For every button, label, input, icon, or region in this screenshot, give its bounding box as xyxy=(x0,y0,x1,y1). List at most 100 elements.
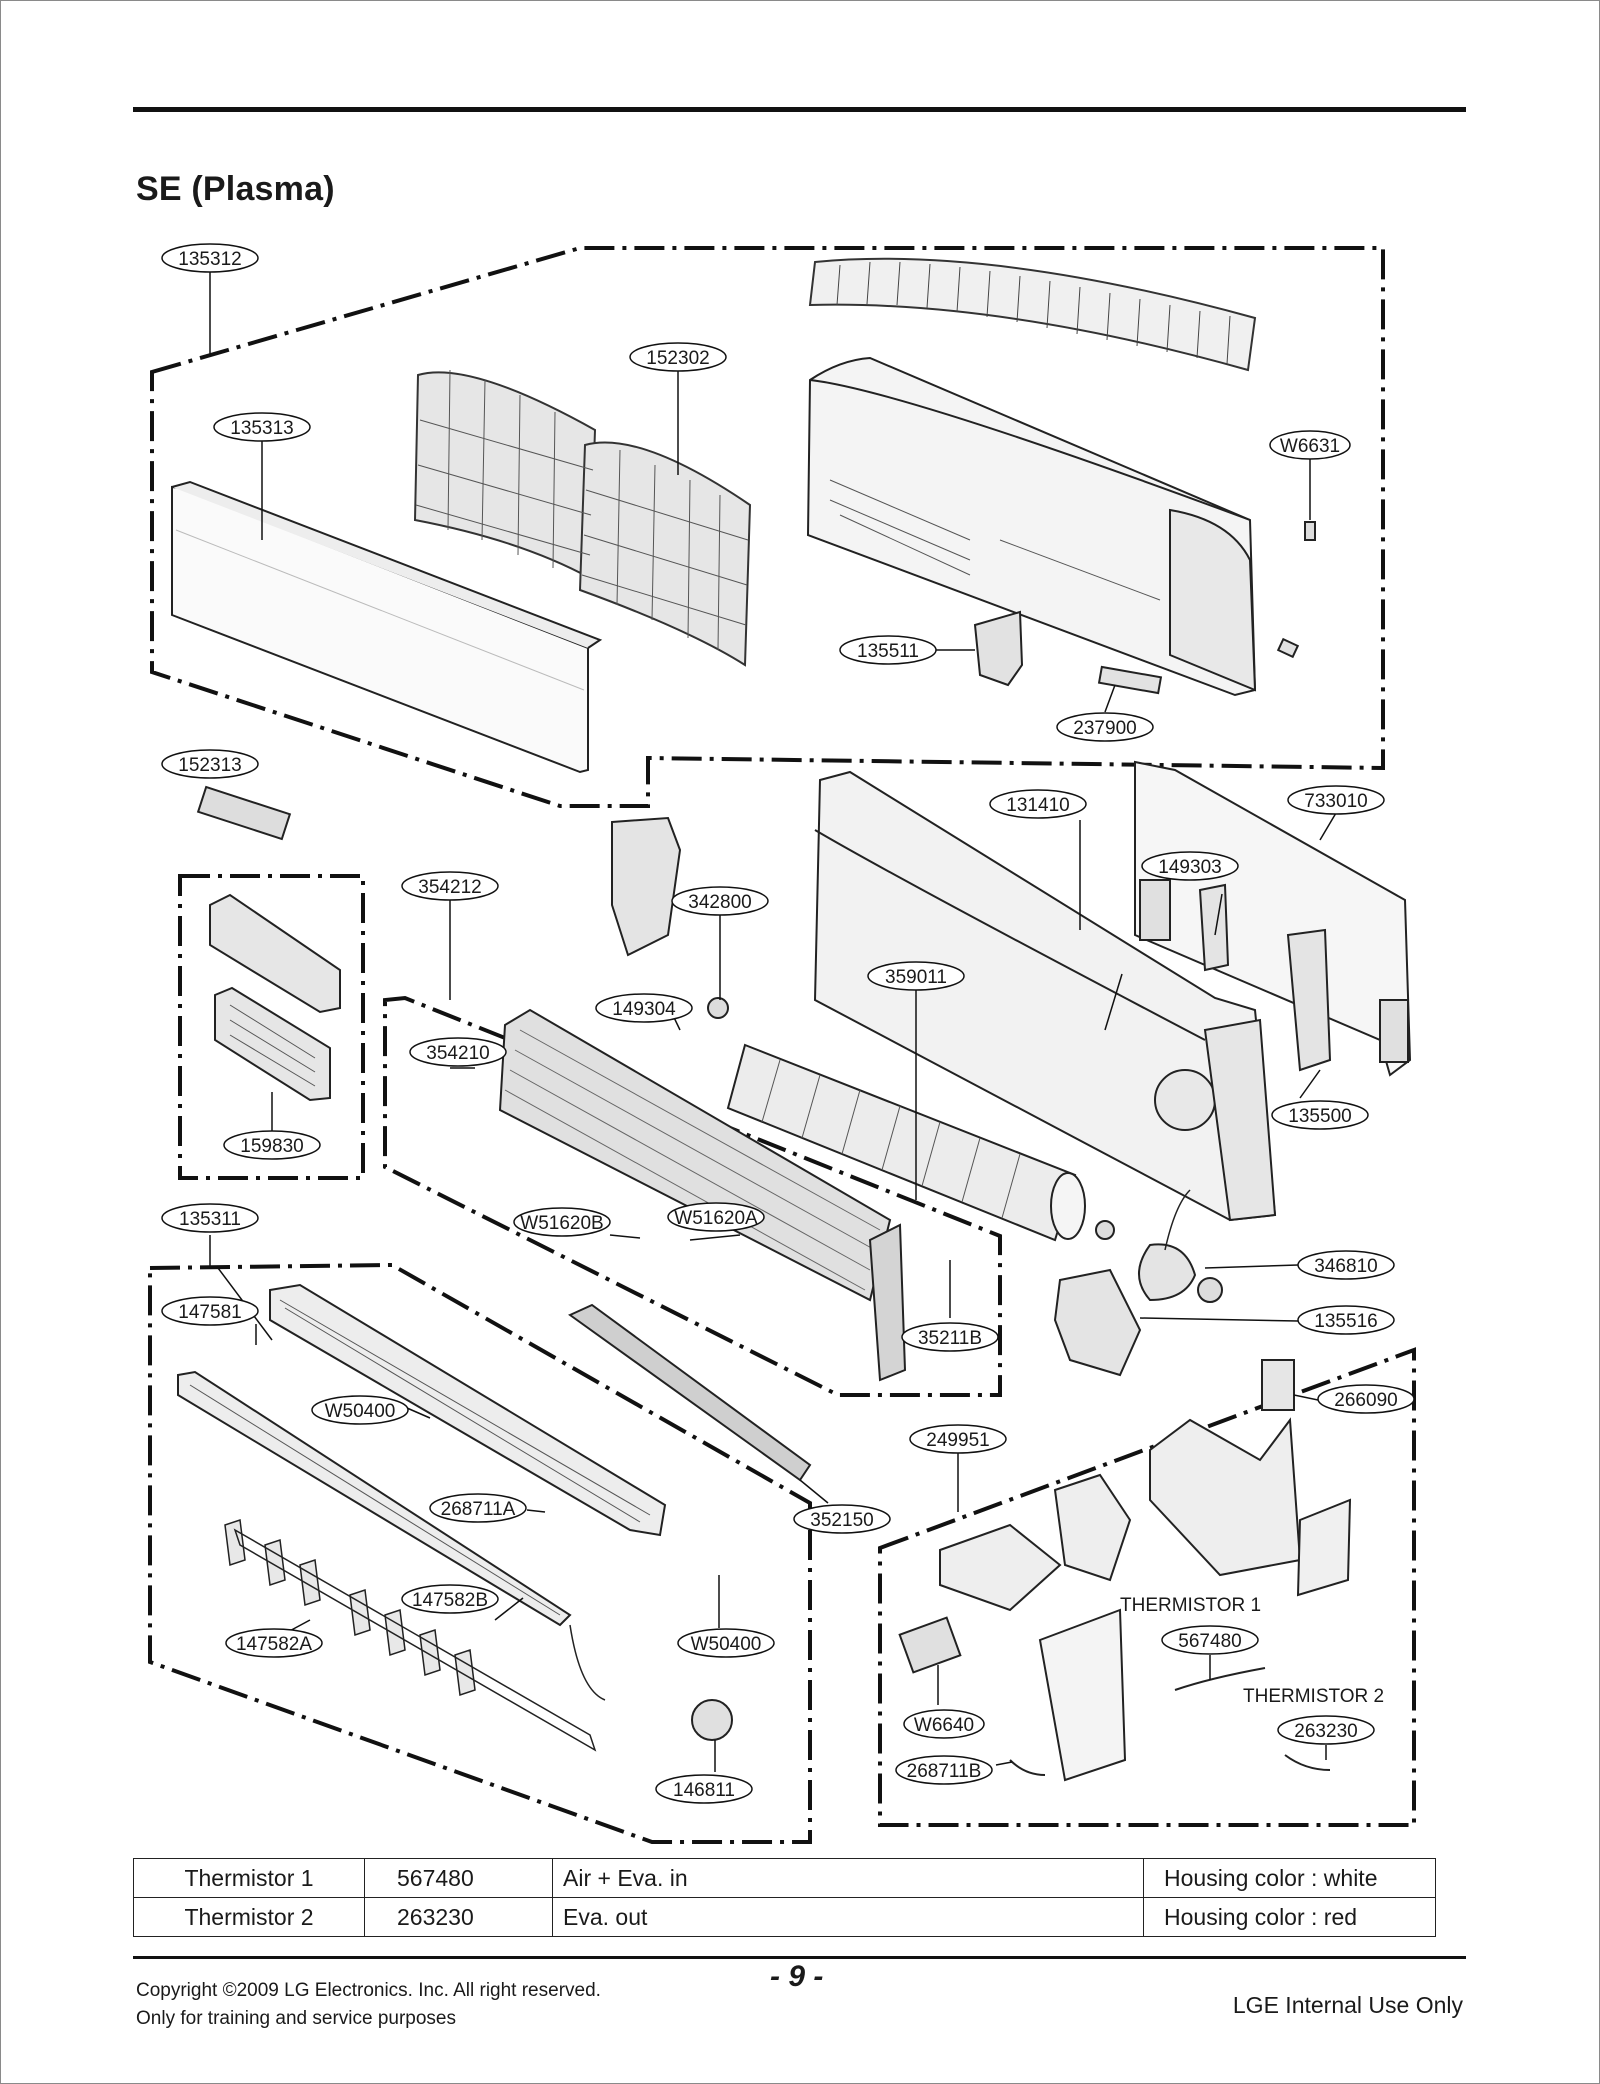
callout-149303: 149303 xyxy=(1141,851,1239,881)
callout-266090: 266090 xyxy=(1317,1384,1415,1414)
evaporator-boundary xyxy=(383,995,1002,1397)
callout-733010: 733010 xyxy=(1287,785,1385,815)
callout-135511: 135511 xyxy=(839,635,937,665)
table-cell: Air + Eva. in xyxy=(552,1858,1144,1898)
screw-cover xyxy=(1276,637,1300,659)
evaporator xyxy=(498,1008,907,1382)
control-box xyxy=(939,1359,1352,1782)
svg-text:149303: 149303 xyxy=(1158,857,1221,878)
footer-rule xyxy=(133,1956,1466,1959)
callout-w51620a: W51620A xyxy=(667,1202,765,1232)
svg-text:352150: 352150 xyxy=(810,1510,873,1531)
svg-text:135313: 135313 xyxy=(230,418,293,439)
svg-text:263230: 263230 xyxy=(1294,1721,1357,1742)
step-motor xyxy=(691,1699,733,1741)
callout-147581: 147581 xyxy=(161,1296,259,1326)
callout-w6631: W6631 xyxy=(1269,430,1351,460)
vertical-louvers xyxy=(224,1518,597,1752)
callout-w51620b: W51620B xyxy=(513,1207,611,1237)
motor-bushing xyxy=(1197,1277,1223,1303)
exploded-view-diagram: 135312 152302 135313 W6631 135511 237900… xyxy=(148,243,1416,1844)
svg-text:733010: 733010 xyxy=(1304,791,1367,812)
internal-use-label: LGE Internal Use Only xyxy=(1232,1992,1463,2018)
callout-w6640: W6640 xyxy=(903,1709,985,1739)
grille-assembly-boundary xyxy=(148,1262,812,1844)
svg-text:354212: 354212 xyxy=(418,877,481,898)
callout-w50400-b: W50400 xyxy=(677,1628,775,1658)
callout-147582a: 147582A xyxy=(225,1628,323,1658)
callout-354210: 354210 xyxy=(409,1037,507,1067)
callout-149304: 149304 xyxy=(595,993,693,1023)
table-row: Thermistor 1 567480 Air + Eva. in Housin… xyxy=(133,1858,1436,1898)
reactor xyxy=(1261,1359,1295,1411)
svg-text:152313: 152313 xyxy=(178,755,241,776)
svg-text:147582B: 147582B xyxy=(412,1590,488,1611)
control-box-boundary xyxy=(878,1347,1416,1827)
page-title: SE (Plasma) xyxy=(136,170,335,208)
callout-152302: 152302 xyxy=(629,342,727,372)
label-plate-small xyxy=(196,785,292,841)
bearing xyxy=(707,997,729,1019)
thermistor-1-wire xyxy=(1174,1667,1266,1691)
svg-text:W6640: W6640 xyxy=(914,1715,974,1736)
cross-flow-fan xyxy=(726,1043,1086,1242)
svg-text:249951: 249951 xyxy=(926,1430,989,1451)
svg-text:W6631: W6631 xyxy=(1280,436,1340,457)
svg-text:35211B: 35211B xyxy=(918,1328,982,1349)
grille-wire xyxy=(569,1624,606,1701)
svg-text:159830: 159830 xyxy=(240,1136,303,1157)
svg-text:354210: 354210 xyxy=(426,1043,489,1064)
table-cell: Housing color : red xyxy=(1143,1897,1436,1937)
table-cell: Eva. out xyxy=(552,1897,1144,1937)
header-rule xyxy=(133,107,1466,112)
fan-motor xyxy=(1138,1243,1197,1302)
training-notice: Only for training and service purposes xyxy=(136,2008,456,2029)
front-frame xyxy=(806,356,1316,697)
plasma-unit-boundary xyxy=(178,874,365,1180)
svg-text:342800: 342800 xyxy=(688,892,751,913)
callout-352150: 352150 xyxy=(793,1504,891,1534)
svg-text:266090: 266090 xyxy=(1334,1390,1397,1411)
hinge xyxy=(1198,883,1230,972)
svg-text:W51620B: W51620B xyxy=(520,1213,603,1234)
svg-text:268711A: 268711A xyxy=(441,1499,516,1520)
callout-237900: 237900 xyxy=(1056,712,1154,742)
page-number: - 9 - xyxy=(770,1960,824,1993)
left-bracket xyxy=(611,816,682,957)
panel-clip xyxy=(973,610,1024,687)
callout-135313: 135313 xyxy=(213,412,311,442)
svg-text:W50400: W50400 xyxy=(325,1401,396,1422)
svg-text:135511: 135511 xyxy=(857,641,919,662)
grille-assembly xyxy=(177,1283,667,1627)
callout-35211b: 35211B xyxy=(901,1322,999,1352)
fan-bushing xyxy=(1095,1220,1115,1240)
callout-w50400-a: W50400 xyxy=(311,1395,409,1425)
svg-text:359011: 359011 xyxy=(885,967,947,988)
table-cell: 263230 xyxy=(364,1897,553,1937)
callout-342800: 342800 xyxy=(671,886,769,916)
callout-263230: 263230 xyxy=(1277,1715,1375,1745)
callout-146811: 146811 xyxy=(655,1774,753,1804)
table-cell: Thermistor 1 xyxy=(133,1858,365,1898)
callout-152313: 152313 xyxy=(161,749,259,779)
callout-268711b: 268711B xyxy=(895,1755,993,1785)
callout-567480: 567480 xyxy=(1161,1625,1259,1655)
air-filters xyxy=(413,369,752,667)
thermistor-table: Thermistor 1 567480 Air + Eva. in Housin… xyxy=(133,1858,1436,1937)
thermistor-2-heading: THERMISTOR 2 xyxy=(1243,1686,1384,1707)
pcb-wire xyxy=(1009,1759,1046,1776)
callout-159830: 159830 xyxy=(223,1130,321,1160)
front-assembly-boundary xyxy=(150,246,1385,808)
callout-135500: 135500 xyxy=(1271,1100,1369,1130)
table-cell: 567480 xyxy=(364,1858,553,1898)
svg-text:237900: 237900 xyxy=(1073,718,1136,739)
callout-135516: 135516 xyxy=(1297,1305,1395,1335)
callout-131410: 131410 xyxy=(989,789,1087,819)
top-grille xyxy=(808,257,1257,372)
table-row: Thermistor 2 263230 Eva. out Housing col… xyxy=(133,1897,1436,1937)
chassis xyxy=(813,770,1277,1222)
callout-147582b: 147582B xyxy=(401,1584,499,1614)
side-holder xyxy=(1286,928,1332,1072)
label-plate xyxy=(1097,665,1163,695)
motor-holder xyxy=(1053,1268,1142,1377)
